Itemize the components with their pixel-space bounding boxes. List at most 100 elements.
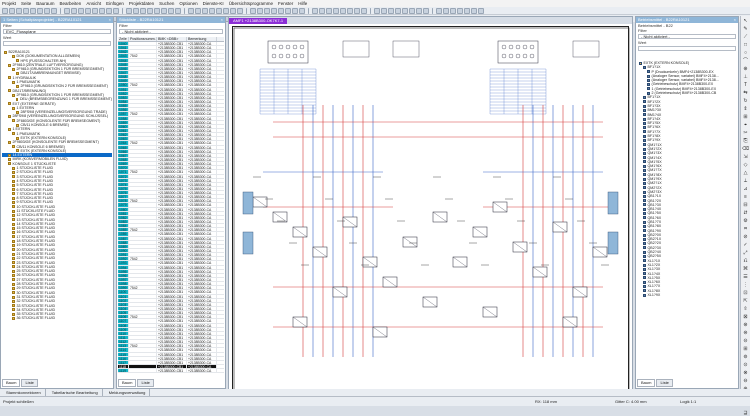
tool-icon[interactable]: ≡: [742, 194, 749, 200]
tool-icon[interactable]: ⌘: [742, 266, 749, 272]
toolbar-button-icon[interactable]: [319, 8, 325, 14]
tool-icon[interactable]: ⌗: [742, 226, 749, 232]
toolbar-button-icon[interactable]: [113, 8, 119, 14]
toolbar-button-icon[interactable]: [44, 8, 50, 14]
tool-icon[interactable]: ⟂: [742, 178, 749, 184]
tool-icon[interactable]: ⤢: [742, 250, 749, 256]
toolbar-button-icon[interactable]: [354, 8, 360, 14]
toolbar-button-icon[interactable]: [381, 8, 387, 14]
tool-icon[interactable]: ⊒: [742, 410, 749, 416]
tool-icon[interactable]: ☰: [742, 274, 749, 280]
toolbar-button-icon[interactable]: [285, 8, 291, 14]
tool-icon[interactable]: ✓: [742, 242, 749, 248]
menu-item-6[interactable]: Projektdaten: [129, 0, 154, 7]
tool-icon[interactable]: ⋮: [742, 282, 749, 288]
tool-icon[interactable]: T: [742, 82, 749, 88]
toolbar-button-icon[interactable]: [347, 8, 353, 14]
tab-liste[interactable]: Liste: [21, 379, 37, 387]
toolbar-button-icon[interactable]: [478, 8, 484, 14]
menu-item-10[interactable]: Übersichtsprogramme: [229, 0, 273, 7]
tool-icon[interactable]: ⊞: [742, 346, 749, 352]
toolbar-button-icon[interactable]: [326, 8, 332, 14]
toolbar-button-icon[interactable]: [51, 8, 57, 14]
tool-icon[interactable]: ⊡: [742, 290, 749, 296]
tree-item[interactable]: XL1?9X: [637, 293, 737, 297]
toolbar-button-icon[interactable]: [292, 8, 298, 14]
value-input[interactable]: [3, 41, 111, 46]
menu-item-12[interactable]: Hilfe: [298, 0, 307, 7]
close-icon[interactable]: ×: [221, 17, 225, 23]
toolbar-button-icon[interactable]: [340, 8, 346, 14]
tool-icon[interactable]: ⌫: [742, 146, 749, 152]
bottom-tab[interactable]: Tabellarische Bearbeitung: [48, 389, 103, 396]
toolbar-button-icon[interactable]: [402, 8, 408, 14]
tool-icon[interactable]: ⇲: [742, 154, 749, 160]
bottom-tab[interactable]: Stammkonnektoren: [2, 389, 46, 396]
tab-baum[interactable]: Baum: [637, 379, 655, 387]
schematic-editor[interactable]: AMF1 +2138B300-OK7K7-1: [228, 16, 633, 394]
tree-item[interactable]: 36 STÜCKLISTE FLUID: [2, 316, 112, 320]
toolbar-button-icon[interactable]: [140, 8, 146, 14]
menu-item-9[interactable]: Dienste-KI: [203, 0, 224, 7]
menu-item-2[interactable]: Bauraum: [36, 0, 54, 7]
toolbar-button-icon[interactable]: [188, 8, 194, 14]
toolbar-button-icon[interactable]: [409, 8, 415, 14]
tool-icon[interactable]: ⌖: [742, 122, 749, 128]
menu-item-11[interactable]: Fenster: [278, 0, 293, 7]
tool-icon[interactable]: ⊝: [742, 338, 749, 344]
toolbar-button-icon[interactable]: [16, 8, 22, 14]
toolbar-button-icon[interactable]: [457, 8, 463, 14]
tool-icon[interactable]: △: [742, 170, 749, 176]
toolbar-button-icon[interactable]: [278, 8, 284, 14]
tool-icon[interactable]: ⎌: [742, 258, 749, 264]
toolbar-button-icon[interactable]: [271, 8, 277, 14]
tab-liste[interactable]: Liste: [137, 379, 153, 387]
tool-icon[interactable]: ⇕: [742, 106, 749, 112]
tool-icon[interactable]: ⎘: [742, 138, 749, 144]
toolbar-button-icon[interactable]: [223, 8, 229, 14]
tool-icon[interactable]: ⊗: [742, 370, 749, 376]
toolbar-button-icon[interactable]: [175, 8, 181, 14]
tool-icon[interactable]: ○: [742, 50, 749, 56]
tool-icon[interactable]: ⇆: [742, 90, 749, 96]
close-icon[interactable]: ×: [109, 17, 113, 23]
tool-icon[interactable]: ⊠: [742, 314, 749, 320]
tab-baum[interactable]: Baum: [118, 379, 136, 387]
filter-select[interactable]: - Nicht aktiviert -: [119, 29, 223, 34]
editor-tab[interactable]: AMF1 +2138B300-OK7K7-1: [229, 18, 287, 24]
toolbar-button-icon[interactable]: [237, 8, 243, 14]
close-icon[interactable]: ×: [734, 17, 738, 23]
toolbar-button-icon[interactable]: [147, 8, 153, 14]
toolbar-button-icon[interactable]: [443, 8, 449, 14]
toolbar-button-icon[interactable]: [2, 8, 8, 14]
toolbar-button-icon[interactable]: [161, 8, 167, 14]
tool-icon[interactable]: ⊙: [742, 362, 749, 368]
tool-icon[interactable]: ⊿: [742, 186, 749, 192]
toolbar-button-icon[interactable]: [168, 8, 174, 14]
toolbar-button-icon[interactable]: [361, 8, 367, 14]
column-header[interactable]: Bemerkung: [187, 37, 217, 41]
tool-icon[interactable]: ⚙: [742, 218, 749, 224]
tool-icon[interactable]: ⊞: [742, 114, 749, 120]
toolbar-button-icon[interactable]: [37, 8, 43, 14]
tool-icon[interactable]: ⊕: [742, 66, 749, 72]
toolbar-button-icon[interactable]: [30, 8, 36, 14]
toolbar-button-icon[interactable]: [450, 8, 456, 14]
column-header[interactable]: BMK <DBB>: [157, 37, 187, 41]
toolbar-button-icon[interactable]: [471, 8, 477, 14]
menu-item-5[interactable]: Einfügen: [106, 0, 124, 7]
toolbar-button-icon[interactable]: [312, 8, 318, 14]
filter-select[interactable]: - Nicht aktiviert -: [638, 34, 736, 39]
tool-icon[interactable]: ◇: [742, 162, 749, 168]
toolbar-button-icon[interactable]: [388, 8, 394, 14]
menu-item-1[interactable]: Seite: [21, 0, 31, 7]
menu-item-4[interactable]: Ansicht: [86, 0, 101, 7]
toolbar-button-icon[interactable]: [71, 8, 77, 14]
filter-select[interactable]: EVC_Flussplane: [3, 29, 111, 34]
toolbar-button-icon[interactable]: [250, 8, 256, 14]
tool-icon[interactable]: ⌒: [742, 58, 749, 64]
toolbar-button-icon[interactable]: [9, 8, 15, 14]
toolbar-button-icon[interactable]: [133, 8, 139, 14]
toolbar-button-icon[interactable]: [423, 8, 429, 14]
toolbar-button-icon[interactable]: [374, 8, 380, 14]
